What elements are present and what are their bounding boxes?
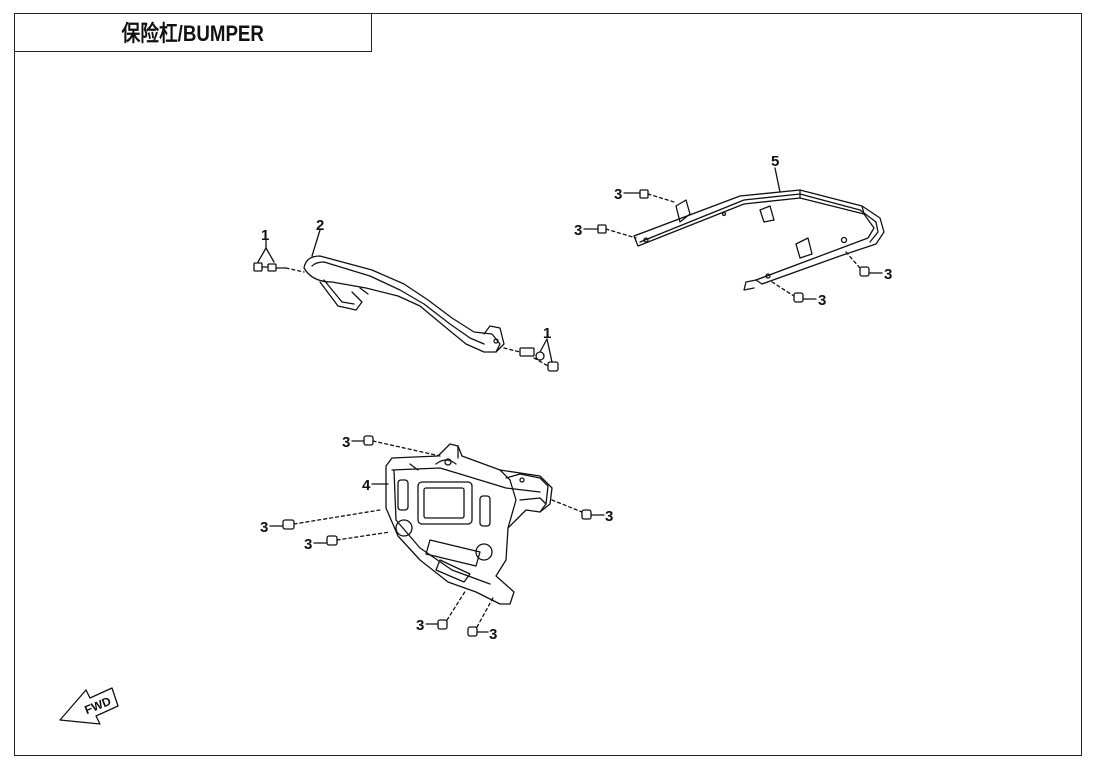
callout-3: 3 <box>818 292 826 309</box>
page-title: 保险杠/BUMPER <box>121 21 264 46</box>
callout-3: 3 <box>416 617 424 634</box>
bumper-bracket-part-4 <box>385 443 553 605</box>
callout-2: 2 <box>316 217 324 234</box>
callout-3: 3 <box>884 266 892 283</box>
leader-lines <box>257 167 883 633</box>
callout-3: 3 <box>614 186 622 203</box>
drawing-frame <box>14 13 1082 756</box>
callout-1-right: 1 <box>543 325 551 342</box>
callout-3: 3 <box>304 536 312 553</box>
fasteners-part-5 <box>597 189 870 303</box>
fwd-arrow-icon <box>59 687 119 725</box>
callout-3: 3 <box>342 434 350 451</box>
bumper-frame-part-5 <box>633 189 885 291</box>
fwd-label: FWD <box>82 694 113 717</box>
fasteners-part-4 <box>282 435 592 637</box>
callout-3: 3 <box>489 626 497 643</box>
bumper-bar-part-2 <box>303 255 505 353</box>
callout-3: 3 <box>605 508 613 525</box>
callout-1-left: 1 <box>261 227 269 244</box>
title-box: 保险杠/BUMPER <box>14 13 372 52</box>
callout-3: 3 <box>574 222 582 239</box>
callout-5: 5 <box>771 153 779 170</box>
callout-3: 3 <box>260 519 268 536</box>
callout-labels: 1 2 1 5 3 3 3 3 4 3 3 3 3 3 3 FWD <box>82 153 892 717</box>
bolt-part-1-left <box>253 262 305 273</box>
callout-4: 4 <box>362 477 371 494</box>
